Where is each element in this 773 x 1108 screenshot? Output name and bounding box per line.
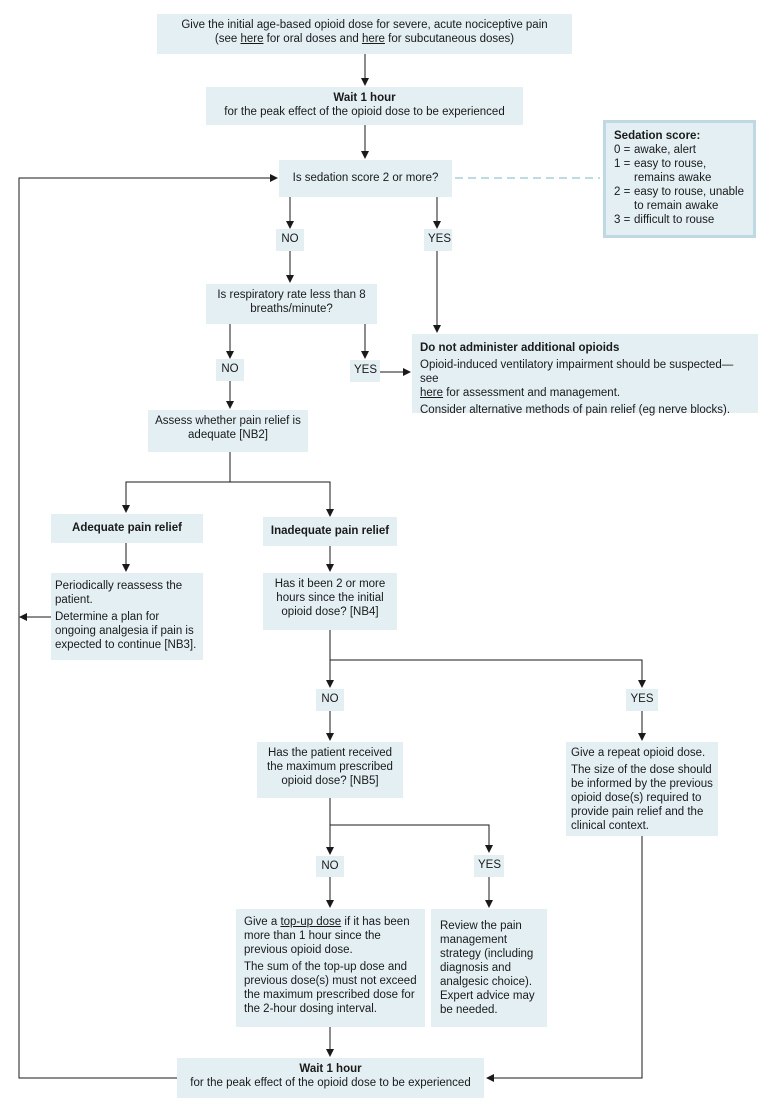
sedation-key-item: 0 =awake, alert: [614, 143, 745, 157]
wait-2-text: for the peak effect of the opioid dose t…: [190, 1077, 471, 1089]
top-up-dose-box: Give a top-up dose if it has been more t…: [236, 909, 425, 1027]
start-mid: for oral doses and: [263, 33, 362, 45]
two-hours-no-label: NO: [316, 689, 344, 711]
start-post: for subcutaneous doses): [384, 33, 515, 45]
adequate-pain-relief-box: Adequate pain relief: [51, 514, 203, 543]
wait-1-title: Wait 1 hour: [333, 92, 396, 104]
reassess-p1: Periodically reassess the patient.: [55, 580, 183, 606]
top-up-post: if it has been more than 1 hour since th…: [244, 916, 410, 956]
start-box: Give the initial age-based opioid dose f…: [157, 14, 572, 54]
max-dose-question: Has the patient received the maximum pre…: [267, 747, 393, 787]
wait-box-1: Wait 1 hour for the peak effect of the o…: [206, 87, 523, 125]
review-text: Review the pain management strategy (inc…: [440, 920, 535, 1016]
oral-doses-link[interactable]: here: [240, 33, 264, 45]
wait-2-title: Wait 1 hour: [299, 1063, 362, 1075]
review-strategy-box: Review the pain management strategy (inc…: [431, 909, 547, 1027]
sedation-key-item: 2 =easy to rouse, unable to remain awake: [614, 185, 745, 213]
subcutaneous-doses-link[interactable]: here: [361, 33, 385, 45]
sedation-key-code: 3 =: [614, 214, 631, 226]
inadequate-pain-relief-box: Inadequate pain relief: [263, 517, 397, 546]
start-pre: (see: [214, 33, 241, 45]
do-not-line2: here for assessment and management.: [420, 386, 750, 400]
start-line1: Give the initial age-based opioid dose f…: [181, 19, 548, 31]
sedation-key-code: 2 =: [614, 186, 631, 198]
sedation-key-text: easy to rouse, remains awake: [634, 158, 712, 184]
top-up-dose-link[interactable]: top-up dose: [280, 916, 342, 928]
respiratory-no-label: NO: [216, 359, 244, 381]
sedation-score-key: Sedation score: 0 =awake, alert 1 =easy …: [603, 120, 756, 238]
ventilatory-impairment-link[interactable]: here: [420, 387, 444, 399]
sedation-yes-label: YES: [424, 229, 452, 251]
repeat-p2: The size of the dose should be informed …: [571, 764, 713, 832]
max-dose-question-box: Has the patient received the maximum pre…: [257, 742, 403, 798]
do-not-line2-text: for assessment and management.: [443, 387, 621, 399]
sedation-question-box: Is sedation score 2 or more?: [279, 160, 452, 197]
sedation-key-text: difficult to rouse: [634, 214, 715, 226]
do-not-administer-box: Do not administer additional opioids Opi…: [412, 334, 758, 416]
repeat-dose-box: Give a repeat opioid dose. The size of t…: [566, 742, 718, 836]
sedation-key-item: 3 =difficult to rouse: [614, 213, 745, 227]
assess-pain-relief-box: Assess whether pain relief is adequate […: [148, 410, 308, 452]
arrow-question-to-yes: [329, 630, 646, 688]
top-up-pre: Give a: [244, 916, 281, 928]
sedation-key-code: 0 =: [614, 144, 631, 156]
do-not-line3: Consider alternative methods of pain rel…: [420, 404, 731, 416]
assess-text: Assess whether pain relief is adequate […: [155, 415, 301, 441]
respiratory-yes-label: YES: [350, 360, 380, 382]
do-not-title: Do not administer additional opioids: [420, 342, 620, 354]
two-hours-question: Has it been 2 or more hours since the in…: [274, 578, 386, 618]
wait-box-2: Wait 1 hour for the peak effect of the o…: [177, 1058, 484, 1098]
top-up-p2: The sum of the top-up dose and previous …: [244, 961, 417, 1015]
repeat-p1: Give a repeat opioid dose.: [571, 747, 706, 759]
sedation-question: Is sedation score 2 or more?: [292, 172, 439, 184]
sedation-key-item: 1 =easy to rouse, remains awake: [614, 157, 745, 185]
respiratory-question-box: Is respiratory rate less than 8 breaths/…: [206, 284, 377, 324]
sedation-key-text: easy to rouse, unable to remain awake: [634, 186, 744, 212]
sedation-key-text: awake, alert: [634, 144, 697, 156]
wait-1-text: for the peak effect of the opioid dose t…: [224, 106, 505, 118]
reassess-p2: Determine a plan for ongoing analgesia i…: [55, 611, 197, 651]
max-dose-yes-label: YES: [474, 855, 504, 877]
arrow-assess-to-adequate: [122, 452, 231, 513]
respiratory-question: Is respiratory rate less than 8 breaths/…: [217, 289, 366, 315]
sedation-key-title: Sedation score:: [614, 130, 701, 142]
reassess-box: Periodically reassess the patient. Deter…: [51, 573, 203, 660]
arrow-max-to-yes: [329, 798, 493, 853]
sedation-key-code: 1 =: [614, 158, 631, 170]
sedation-no-label: NO: [276, 229, 304, 251]
two-hours-yes-label: YES: [626, 689, 658, 711]
arrow-assess-to-inadequate: [230, 481, 334, 517]
top-up-p1: Give a top-up dose if it has been more t…: [244, 915, 417, 957]
two-hours-question-box: Has it been 2 or more hours since the in…: [263, 573, 397, 630]
start-line2: (see here for oral doses and here for su…: [163, 32, 566, 46]
max-dose-no-label: NO: [316, 856, 344, 877]
do-not-line1: Opioid-induced ventilatory impairment sh…: [420, 359, 734, 385]
